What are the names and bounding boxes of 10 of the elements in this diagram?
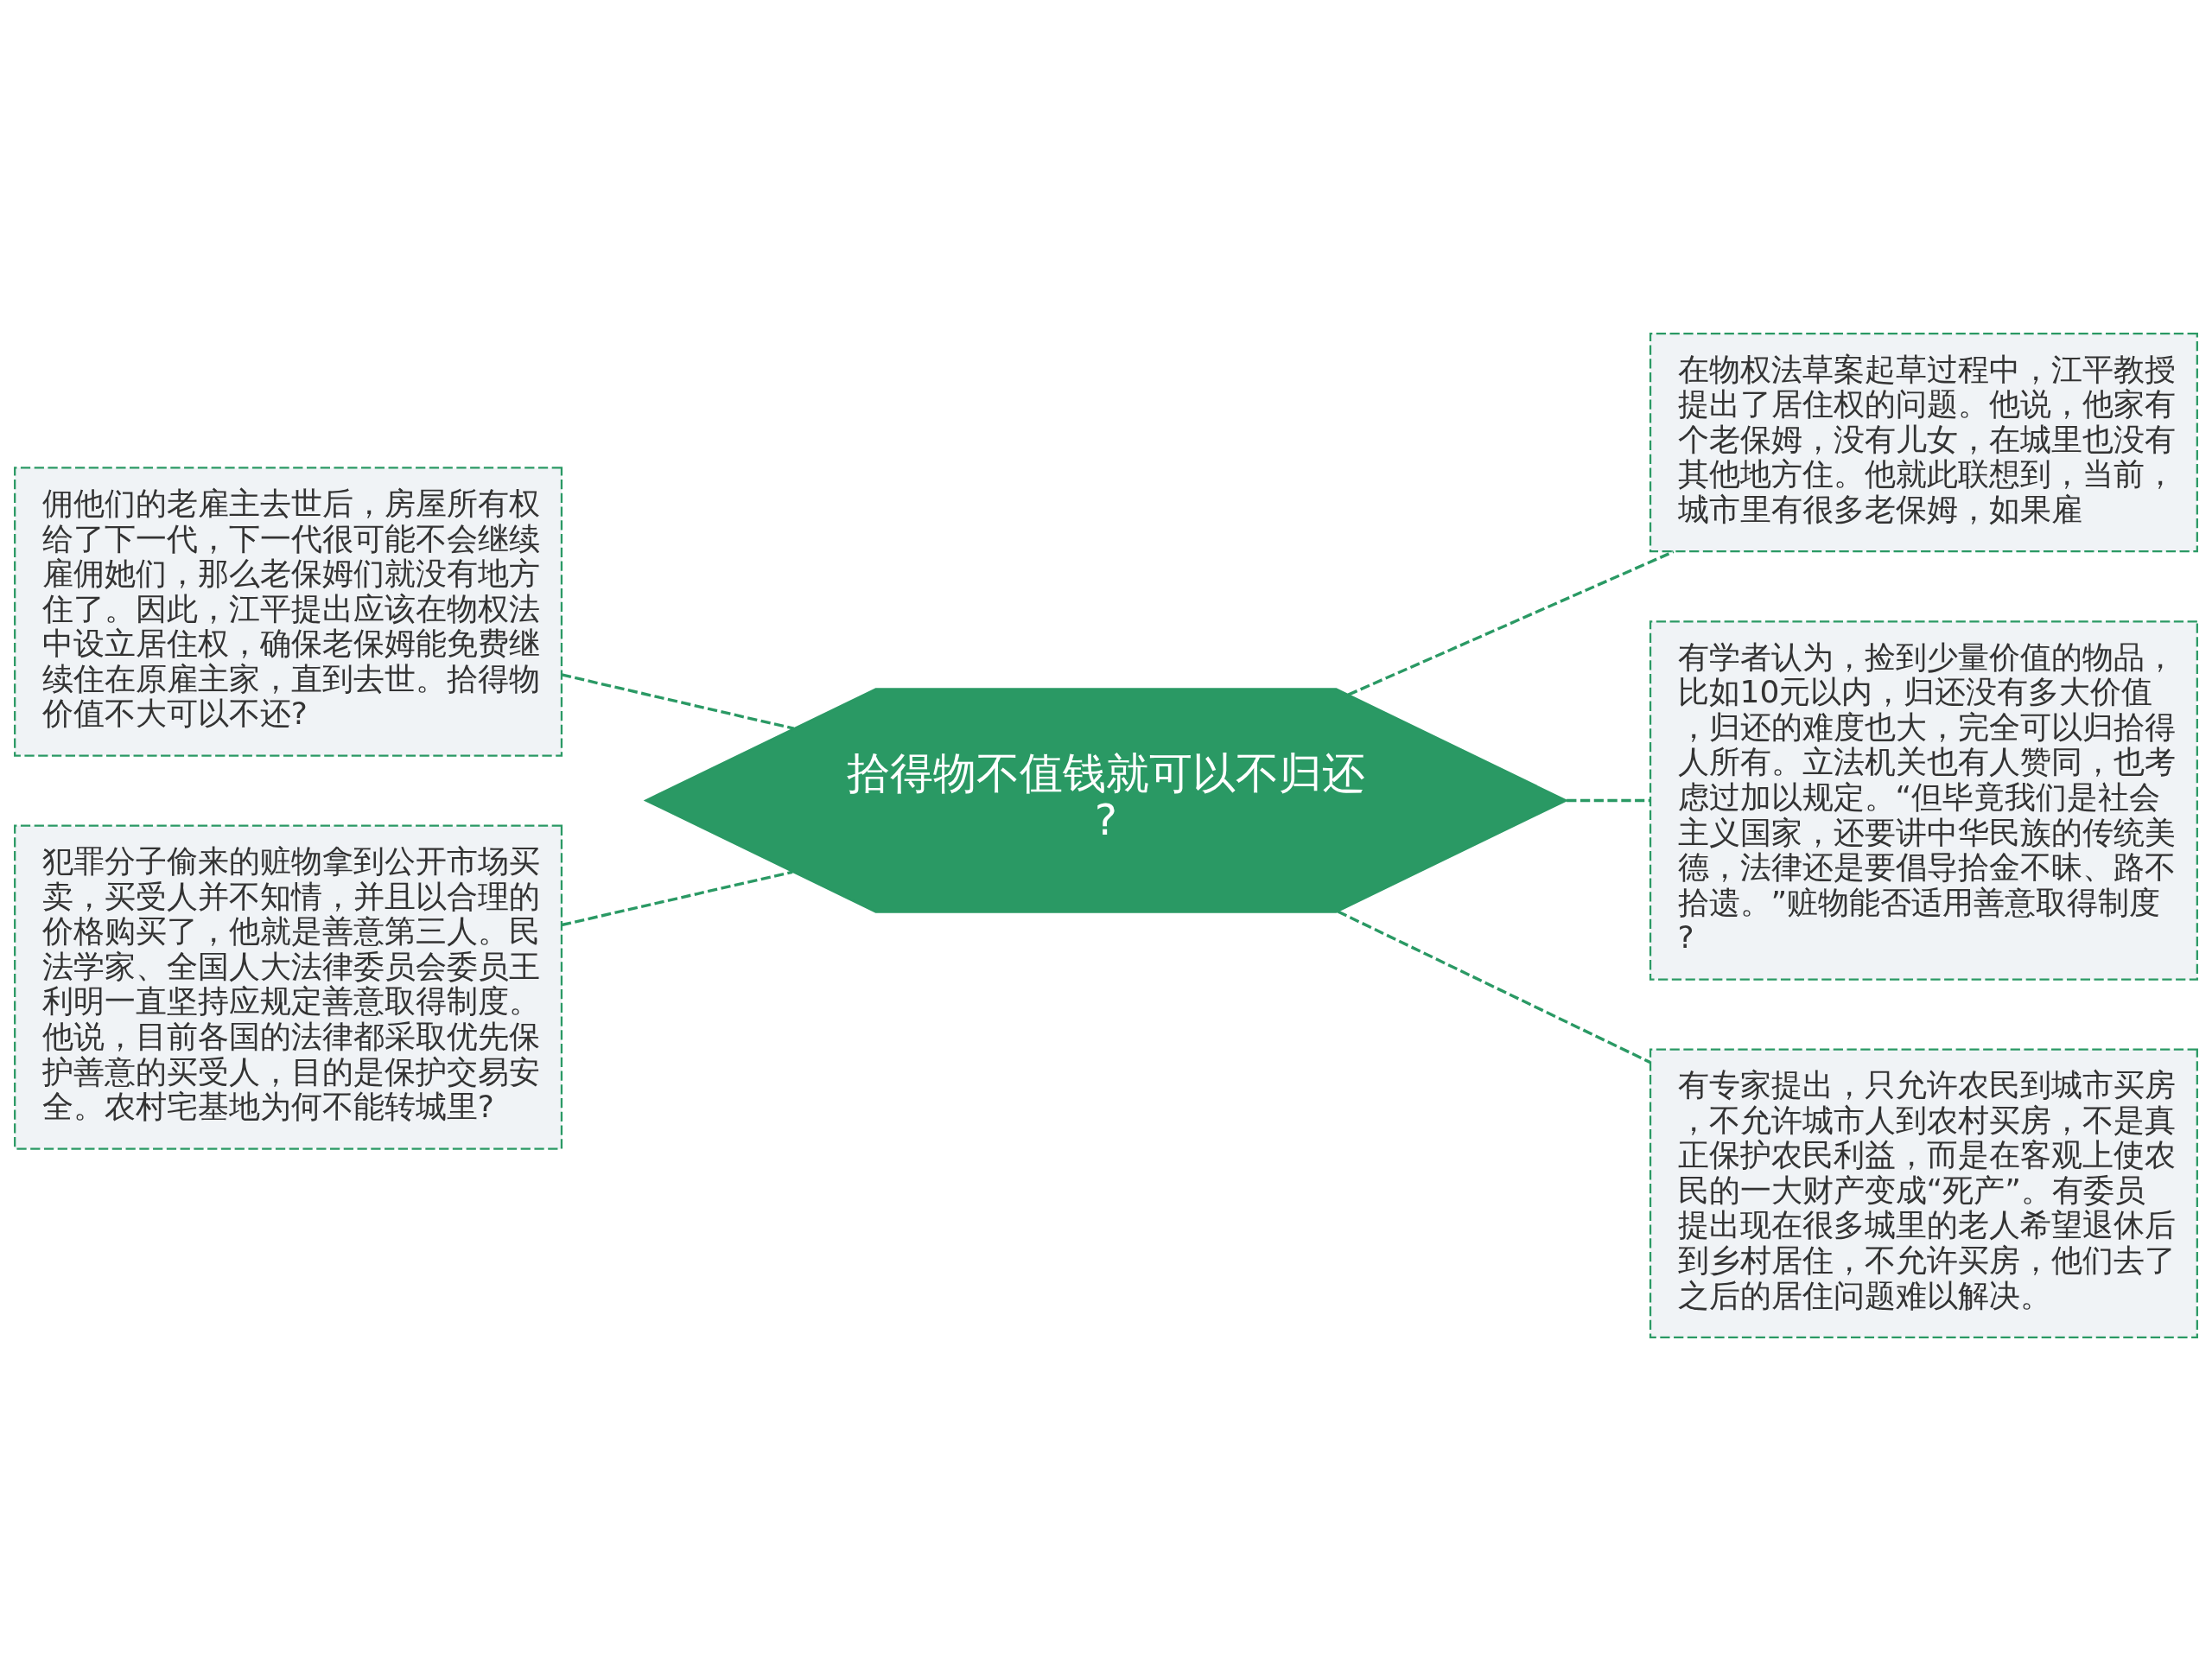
connector	[561, 673, 795, 730]
node-box: 犯罪分子偷来的赃物拿到公开市场买卖，买受人并不知情，并且以合理的价格购买了，他就是善意第三人。民法学家、全国人大法律委员会委员王利明一直坚持应规定善意取得制度。他说，目前各国的法律都采取优先保护善意的买受人，目的是保护交易安全。农村宅基地为何不能转城里?	[14, 824, 563, 1150]
node-box: 在物权法草案起草过程中，江平教授提出了居住权的问题。他说，他家有个老保姆，没有儿女，在城里也没有其他地方住。他就此联想到，当前，城市里有很多老保姆，如果雇	[1649, 332, 2198, 553]
connector	[1567, 798, 1650, 803]
connector	[1347, 550, 1675, 696]
node-box: 佣他们的老雇主去世后，房屋所有权给了下一代，下一代很可能不会继续雇佣她们，那么老保姆们就没有地方住了。因此，江平提出应该在物权法中设立居住权，确保老保姆能免费继续住在原雇主家，直到去世。拾得物价值不大可以不还?	[14, 467, 563, 757]
node-box: 有学者认为，捡到少量价值的物品，比如10元以内，归还没有多大价值，归还的难度也大，完全可以归拾得人所有。立法机关也有人赞同，也考虑过加以规定。“但毕竟我们是社会主义国家，还要讲中华民族的传统美德，法律还是要倡导拾金不昧、路不拾遗。”赃物能否适用善意取得制度?	[1649, 620, 2198, 981]
node-box: 有专家提出，只允许农民到城市买房，不允许城市人到农村买房，不是真正保护农民利益，而是在客观上使农民的一大财产变成“死产”。有委员提出现在很多城里的老人希望退休后到乡村居住，不允许买房，他们去了之后的居住问题难以解决。	[1649, 1048, 2198, 1339]
connector	[1337, 910, 1651, 1064]
connector	[561, 870, 793, 927]
